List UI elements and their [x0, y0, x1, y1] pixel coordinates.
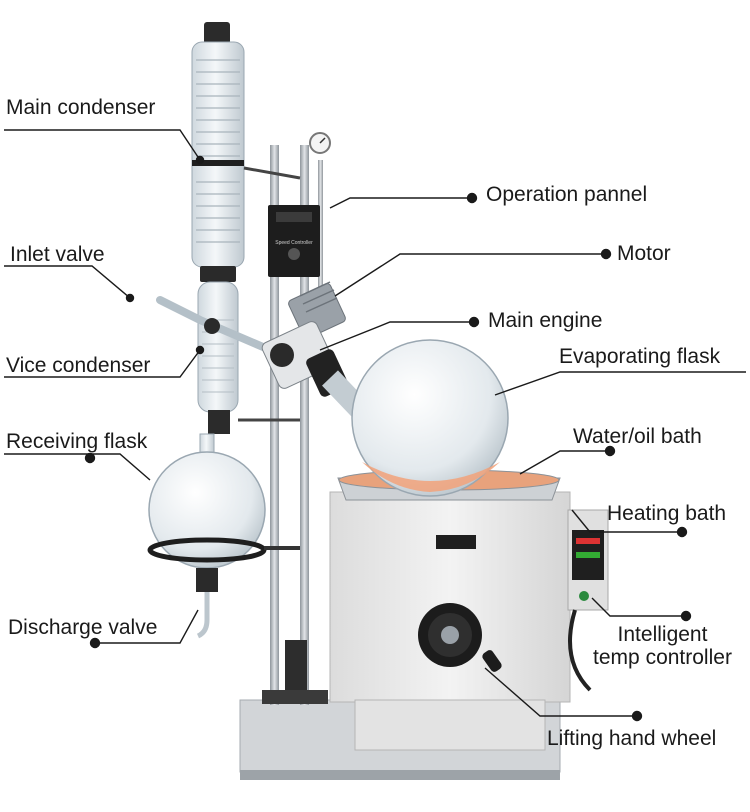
leader-dot-heating-bath	[676, 526, 688, 538]
label-temp-controller-line1: Intelligent	[617, 623, 708, 646]
label-receiving-flask: Receiving flask	[6, 430, 148, 453]
leader-dot-lifting-hand-wheel	[631, 710, 643, 722]
leader-dot-discharge-valve	[89, 637, 101, 649]
label-discharge-valve: Discharge valve	[8, 616, 158, 639]
leader-dot-main-condenser	[195, 155, 205, 165]
leader-dot-receiving-flask	[84, 452, 96, 464]
leader-receiving-flask	[4, 453, 151, 481]
label-operation-pannel: Operation pannel	[486, 183, 648, 206]
leader-dot-main-engine	[468, 316, 480, 328]
leader-heating-bath	[571, 509, 682, 533]
leader-temp-controller	[591, 597, 686, 617]
evaporating-flask-illustration	[322, 339, 509, 497]
operation-panel-illustration: Speed Controller	[268, 205, 320, 277]
label-lifting-hand-wheel: Lifting hand wheel	[547, 727, 717, 750]
label-temp-controller-line2: temp controller	[593, 646, 732, 670]
pressure-gauge	[309, 132, 331, 154]
leader-vice-condenser	[4, 349, 201, 378]
label-inlet-valve: Inlet valve	[10, 243, 105, 266]
lifting-hand-wheel-illustration	[418, 603, 502, 672]
leader-discharge-valve	[95, 609, 199, 644]
leader-inlet-valve	[4, 265, 131, 299]
support-rods	[262, 145, 328, 705]
leader-main-condenser	[4, 129, 201, 161]
leader-dot-operation-pannel	[466, 192, 478, 204]
label-main-engine: Main engine	[488, 309, 603, 332]
label-motor: Motor	[617, 242, 671, 265]
label-water-oil-bath: Water/oil bath	[573, 425, 702, 448]
label-main-condenser: Main condenser	[6, 96, 156, 119]
leader-dot-temp-controller	[680, 610, 692, 622]
leader-dot-motor	[600, 248, 612, 260]
main-condenser-illustration	[191, 22, 301, 282]
leader-lifting-hand-wheel	[484, 667, 637, 717]
panel-caption: Speed Controller	[275, 240, 313, 246]
leader-lines	[4, 129, 746, 722]
leader-water-oil-bath	[519, 450, 610, 475]
leader-evaporating-flask	[494, 371, 746, 396]
leader-dot-vice-condenser	[195, 345, 205, 355]
leader-dot-inlet-valve	[125, 293, 135, 303]
label-intelligent-temp-controller: Intelligent temp controller	[580, 623, 745, 669]
vice-condenser-illustration	[156, 281, 300, 434]
label-vice-condenser: Vice condenser	[6, 354, 151, 377]
leader-main-engine	[319, 321, 474, 351]
label-evaporating-flask: Evaporating flask	[559, 345, 721, 368]
leader-motor	[334, 253, 606, 297]
label-heating-bath: Heating bath	[607, 502, 727, 525]
receiving-flask-illustration	[147, 433, 300, 639]
leader-operation-pannel	[329, 197, 472, 209]
leader-dot-water-oil-bath	[604, 445, 616, 457]
temp-controller-illustration	[567, 509, 609, 692]
